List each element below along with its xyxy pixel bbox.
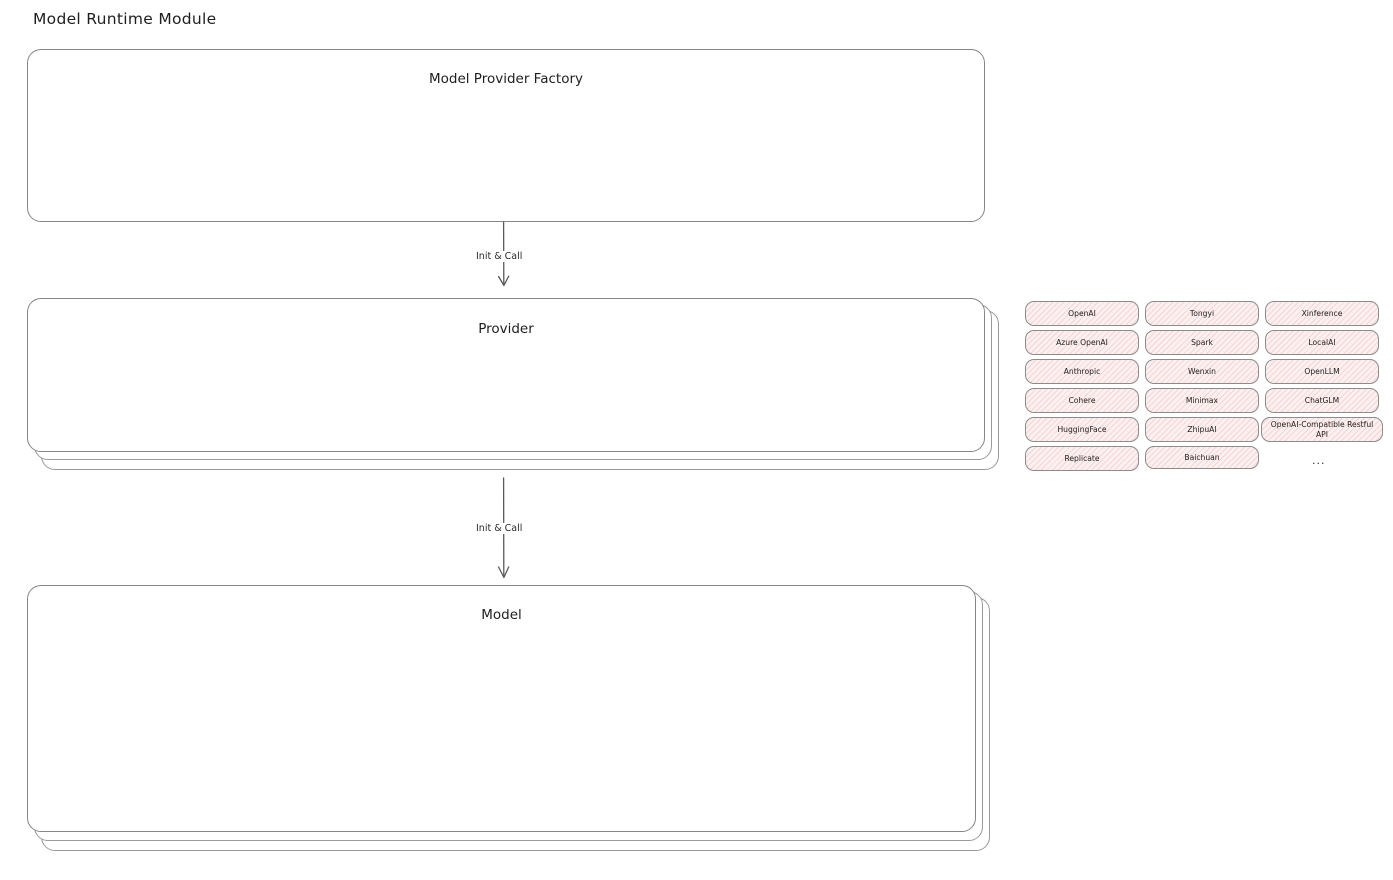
provider-pill-anthropic[interactable]: Anthropic bbox=[1025, 359, 1139, 384]
provider-pill-label: OpenAI bbox=[1068, 308, 1096, 318]
provider-pill-spark[interactable]: Spark bbox=[1145, 330, 1259, 355]
factory-panel-title: Model Provider Factory bbox=[428, 71, 583, 87]
arrow-label-init-and-call-1: Init & Call bbox=[472, 251, 527, 262]
provider-pill-label: Wenxin bbox=[1188, 366, 1216, 376]
provider-pill-label: Spark bbox=[1191, 337, 1213, 347]
provider-pill-label: ChatGLM bbox=[1304, 395, 1340, 405]
provider-pill-label: Baichuan bbox=[1184, 452, 1220, 462]
provider-pill-azure-openai[interactable]: Azure OpenAI bbox=[1025, 330, 1139, 355]
provider-list-more-ellipsis: ... bbox=[1312, 454, 1326, 467]
provider-pill-tongyi[interactable]: Tongyi bbox=[1145, 301, 1259, 326]
provider-pill-label: ZhipuAI bbox=[1187, 424, 1217, 434]
provider-pill-label: OpenLLM bbox=[1304, 366, 1340, 376]
provider-pill-label: Anthropic bbox=[1063, 366, 1101, 376]
provider-pill-cohere[interactable]: Cohere bbox=[1025, 388, 1139, 413]
provider-pill-openllm[interactable]: OpenLLM bbox=[1265, 359, 1379, 384]
provider-pill-label: HuggingFace bbox=[1057, 424, 1107, 434]
provider-pill-label: Replicate bbox=[1064, 453, 1100, 463]
provider-pill-localai[interactable]: LocalAI bbox=[1265, 330, 1379, 355]
provider-pill-openai-compatible-restful-api[interactable]: OpenAI-Compatible Restful API bbox=[1261, 417, 1383, 442]
arrow-label-init-and-call-2: Init & Call bbox=[472, 523, 527, 534]
provider-pill-minimax[interactable]: Minimax bbox=[1145, 388, 1259, 413]
provider-pill-replicate[interactable]: Replicate bbox=[1025, 446, 1139, 471]
provider-pill-label: LocalAI bbox=[1308, 337, 1336, 347]
model-panel-title: Model bbox=[481, 607, 522, 623]
model-panel: Model bbox=[27, 585, 976, 832]
provider-pill-label: Cohere bbox=[1068, 395, 1096, 405]
provider-pill-openai[interactable]: OpenAI bbox=[1025, 301, 1139, 326]
provider-pill-huggingface[interactable]: HuggingFace bbox=[1025, 417, 1139, 442]
provider-pill-label: Minimax bbox=[1185, 395, 1219, 405]
provider-panel-title: Provider bbox=[478, 321, 534, 337]
provider-pill-xinference[interactable]: Xinference bbox=[1265, 301, 1379, 326]
provider-pill-zhipuai[interactable]: ZhipuAI bbox=[1145, 417, 1259, 442]
provider-pill-baichuan[interactable]: Baichuan bbox=[1145, 446, 1259, 469]
provider-pill-label: Tongyi bbox=[1189, 308, 1215, 318]
provider-pill-label: Azure OpenAI bbox=[1056, 337, 1108, 347]
provider-panel: Provider bbox=[27, 298, 985, 452]
page-title: Model Runtime Module bbox=[33, 10, 217, 28]
model-provider-factory-panel: Model Provider Factory bbox=[27, 49, 985, 222]
provider-pill-label: OpenAI-Compatible Restful API bbox=[1270, 420, 1374, 439]
provider-pill-chatglm[interactable]: ChatGLM bbox=[1265, 388, 1379, 413]
provider-pill-label: Xinference bbox=[1301, 308, 1343, 318]
provider-pill-wenxin[interactable]: Wenxin bbox=[1145, 359, 1259, 384]
